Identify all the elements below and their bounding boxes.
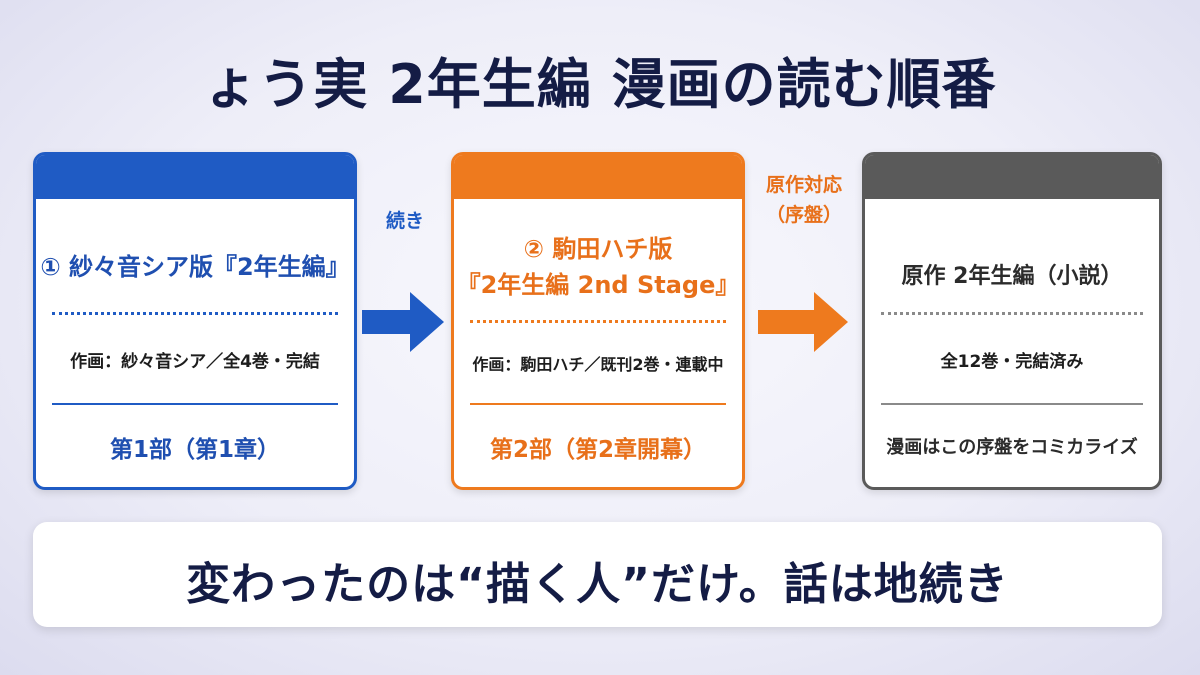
card-footer: 漫画はこの序盤をコミカライズ [886,437,1138,458]
arrow-label-continuation: 続き [385,210,424,232]
card-header-bar [454,155,742,199]
card-komada-hachi-edition: ② 駒田ハチ版 『2年生編 2nd Stage』 作画：駒田ハチ／既刊2巻・連載… [451,152,745,490]
dotted-divider [470,320,726,323]
card-header-bar [36,155,354,199]
card-subtitle: 『2年生編 2nd Stage』 [456,271,740,299]
card-original-novel: 原作 2年生編（小説） 全12巻・完結済み 漫画はこの序盤をコミカライズ [862,152,1162,490]
card-header-bar [865,155,1159,199]
arrow-label-early-part: （序盤） [765,204,842,226]
solid-divider [52,403,338,405]
card-title: ① 紗々音シア版『2年生編』 [40,253,350,281]
card-info: 全12巻・完結済み [940,352,1084,372]
card-footer: 第2部（第2章開幕） [489,437,706,463]
arrow-right-icon [362,292,444,352]
card-info: 作画：紗々音シア／全4巻・完結 [70,352,320,372]
page-title: ょう実 2年生編 漫画の読む順番 [203,53,997,116]
summary-text: 変わったのは“描く人”だけ。話は地続き [186,559,1009,610]
dotted-divider [881,312,1143,315]
arrow-label-original-correspondence: 原作対応 [765,174,842,196]
card-title: 原作 2年生編（小説） [901,264,1123,289]
solid-divider [881,403,1143,405]
card-info: 作画：駒田ハチ／既刊2巻・連載中 [472,355,724,374]
dotted-divider [52,312,338,315]
summary-banner: 変わったのは“描く人”だけ。話は地続き [33,522,1162,627]
solid-divider [470,403,726,405]
card-title: ② 駒田ハチ版 [523,235,673,263]
card-footer: 第1部（第1章） [109,437,280,463]
arrow-right-icon [758,292,848,352]
card-shasane-shia-edition: ① 紗々音シア版『2年生編』 作画：紗々音シア／全4巻・完結 第1部（第1章） [33,152,357,490]
